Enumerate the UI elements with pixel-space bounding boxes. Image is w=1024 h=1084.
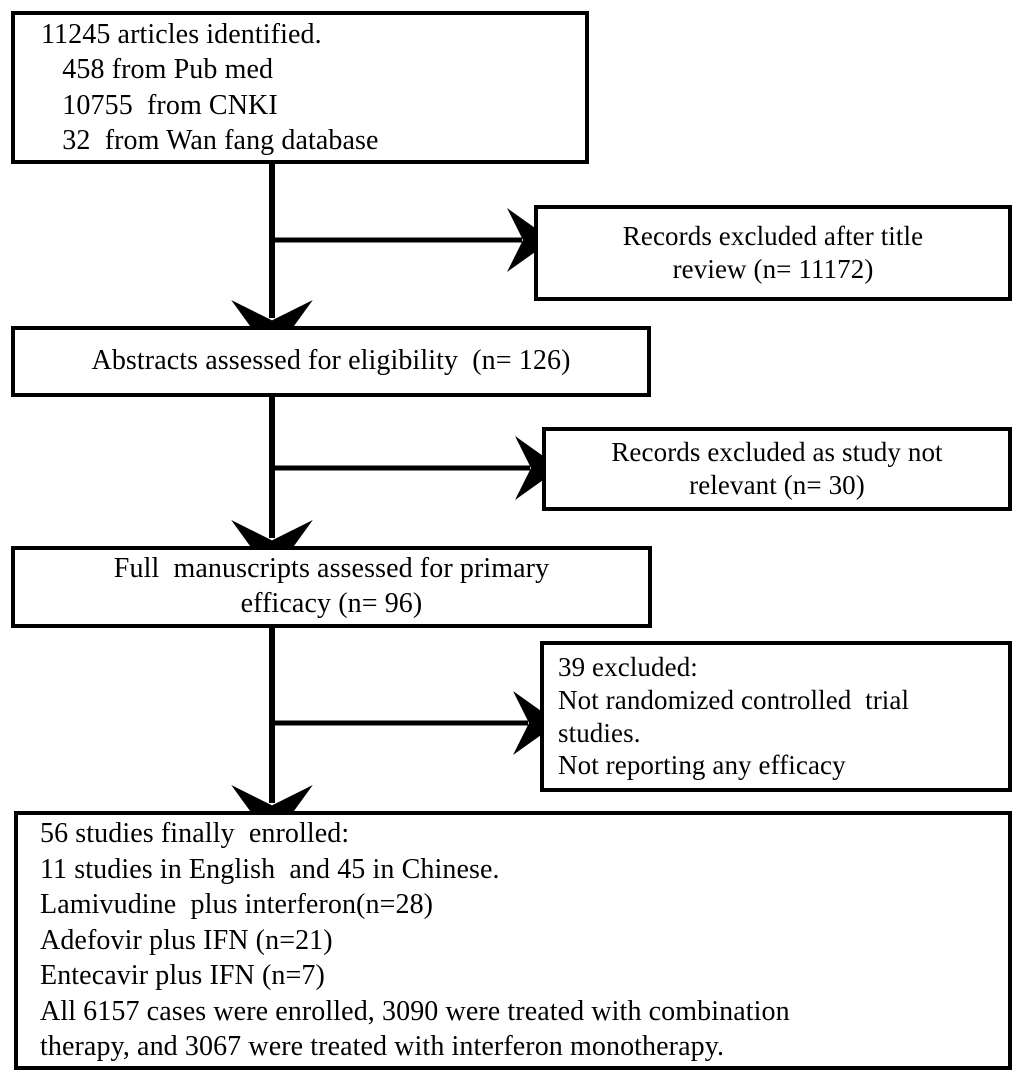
node-studies-finally-enrolled: 56 studies finally enrolled: 11 studies … — [14, 811, 1012, 1070]
node-line: Not reporting any efficacy — [558, 750, 846, 781]
node-records-excluded-after-title-review: Records excluded after title review (n= … — [534, 205, 1012, 301]
node-line: Abstracts assessed for eligibility (n= 1… — [91, 345, 571, 377]
node-abstracts-assessed: Abstracts assessed for eligibility (n= 1… — [11, 326, 651, 397]
node-line: All 6157 cases were enrolled, 3090 were … — [40, 995, 790, 1027]
node-line: 11 studies in English and 45 in Chinese. — [40, 853, 500, 885]
node-line: relevant (n= 30) — [689, 470, 865, 500]
node-line: Records excluded after title — [622, 220, 924, 251]
node-line: efficacy (n= 96) — [240, 588, 423, 619]
node-full-manuscripts-assessed: Full manuscripts assessed for primary ef… — [11, 546, 652, 628]
node-line: 56 studies finally enrolled: — [40, 818, 350, 850]
node-line: 32 from Wan fang database — [41, 124, 379, 156]
node-line: 39 excluded: — [558, 651, 698, 682]
node-line: Not randomized controlled trial — [558, 684, 910, 715]
node-line: Full manuscripts assessed for primary — [113, 553, 550, 585]
node-line: 11245 articles identified. — [41, 18, 322, 50]
node-line: Adefovir plus IFN (n=21) — [40, 924, 333, 956]
node-records-identified: 11245 articles identified. 458 from Pub … — [11, 11, 589, 164]
node-line: studies. — [558, 717, 641, 748]
node-line: Entecavir plus IFN (n=7) — [40, 960, 325, 992]
node-line: therapy, and 3067 were treated with inte… — [40, 1031, 725, 1063]
node-line: Lamivudine plus interferon(n=28) — [40, 889, 434, 921]
node-line: 10755 from CNKI — [41, 89, 278, 121]
node-full-text-excluded: 39 excluded: Not randomized controlled t… — [540, 641, 1012, 792]
node-records-excluded-not-relevant: Records excluded as study not relevant (… — [542, 427, 1012, 511]
node-line: 458 from Pub med — [41, 54, 274, 86]
node-line: review (n= 11172) — [672, 254, 874, 284]
node-line: Records excluded as study not — [611, 436, 943, 467]
